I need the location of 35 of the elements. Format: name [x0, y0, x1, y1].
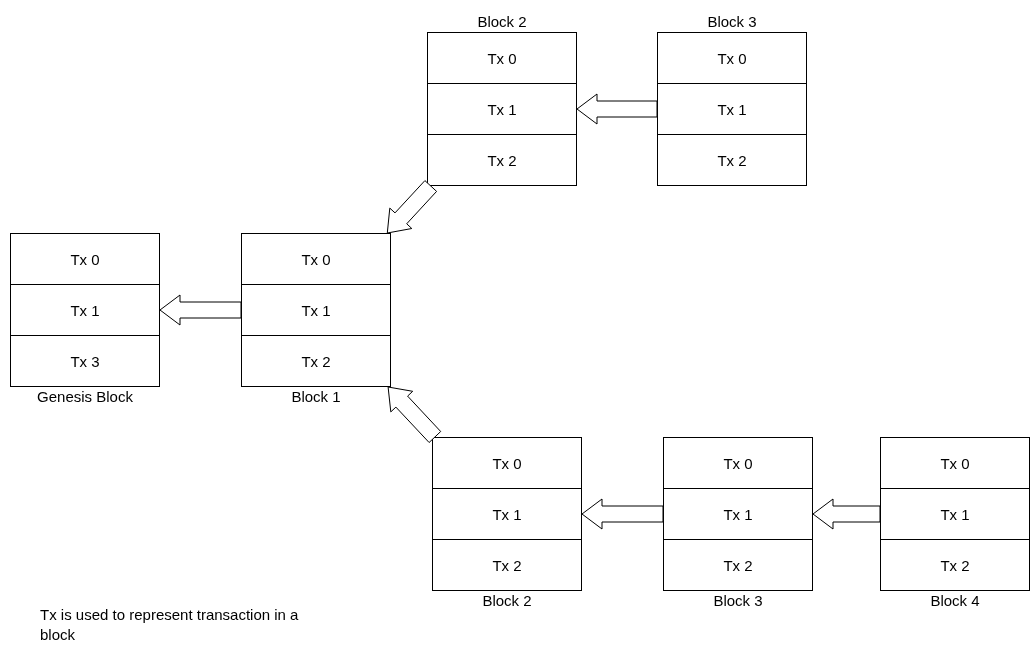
block-label: Block 3	[713, 591, 763, 611]
transaction-cell: Tx 3	[10, 335, 160, 387]
hollow-arrow	[159, 294, 242, 326]
hollow-arrow	[581, 498, 664, 530]
block-label: Block 2	[477, 12, 527, 32]
transaction-cell: Tx 0	[880, 437, 1030, 489]
block-label: Genesis Block	[37, 387, 133, 407]
hollow-arrow	[812, 498, 881, 530]
block-label: Block 2	[482, 591, 532, 611]
transaction-cell: Tx 0	[663, 437, 813, 489]
transaction-cell: Tx 2	[427, 134, 577, 186]
hollow-arrow	[387, 386, 442, 443]
transaction-cell: Tx 2	[241, 335, 391, 387]
note-text: Tx is used to represent transaction in a block	[40, 605, 300, 645]
hollow-arrow	[576, 93, 658, 125]
transaction-cell: Tx 0	[657, 32, 807, 84]
transaction-cell: Tx 1	[657, 83, 807, 135]
block-label: Block 3	[707, 12, 757, 32]
transaction-cell: Tx 1	[880, 488, 1030, 540]
transaction-cell: Tx 1	[663, 488, 813, 540]
transaction-cell: Tx 2	[880, 539, 1030, 591]
transaction-cell: Tx 2	[663, 539, 813, 591]
block-label: Block 4	[930, 591, 980, 611]
transaction-cell: Tx 1	[10, 284, 160, 336]
transaction-cell: Tx 0	[241, 233, 391, 285]
transaction-cell: Tx 1	[432, 488, 582, 540]
block-label: Block 1	[291, 387, 341, 407]
transaction-cell: Tx 2	[432, 539, 582, 591]
transaction-cell: Tx 2	[657, 134, 807, 186]
transaction-cell: Tx 0	[10, 233, 160, 285]
transaction-cell: Tx 1	[241, 284, 391, 336]
hollow-arrow	[386, 180, 438, 234]
transaction-cell: Tx 1	[427, 83, 577, 135]
transaction-cell: Tx 0	[432, 437, 582, 489]
transaction-cell: Tx 0	[427, 32, 577, 84]
